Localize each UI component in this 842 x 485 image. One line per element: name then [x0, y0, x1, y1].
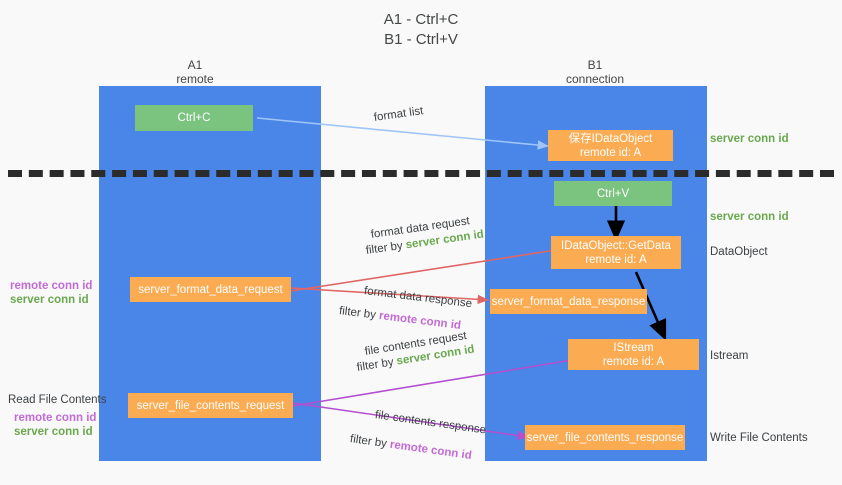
- box-istream[interactable]: IStream remote id: A: [568, 339, 699, 370]
- box-ctrl-c-label: Ctrl+C: [177, 112, 211, 124]
- box-server-format-data-response-label: server_format_data_response: [491, 295, 646, 308]
- box-server-file-contents-response[interactable]: server_file_contents_response: [525, 425, 685, 450]
- column-left-name: A1: [187, 58, 203, 72]
- label-format-list: format list: [373, 105, 425, 124]
- column-right-name: B1: [587, 58, 603, 72]
- right-label-server-conn-id-mid: server conn id: [710, 211, 789, 223]
- title-line-2: B1 - Ctrl+V: [384, 31, 458, 48]
- column-header-left: A1 remote: [120, 58, 270, 86]
- box-server-file-contents-request[interactable]: server_file_contents_request: [128, 393, 293, 418]
- box-server-format-data-request-label: server_format_data_request: [138, 283, 283, 296]
- box-save-idataobject-line2: remote id: A: [579, 146, 642, 159]
- right-label-dataobject: DataObject: [710, 246, 768, 258]
- filter-prefix: filter by: [365, 239, 407, 257]
- left-label-server-conn-id-1: server conn id: [10, 294, 89, 306]
- column-right-sub: connection: [565, 72, 625, 86]
- box-ctrl-v-label: Ctrl+V: [596, 187, 630, 200]
- right-label-write-file-contents: Write File Contents: [710, 432, 808, 444]
- box-save-idataobject[interactable]: 保存IDataObject remote id: A: [548, 130, 673, 161]
- left-label-server-conn-id-2: server conn id: [14, 426, 93, 438]
- box-save-idataobject-line1: 保存IDataObject: [568, 132, 653, 145]
- box-server-format-data-response[interactable]: server_format_data_response: [490, 289, 647, 314]
- right-label-server-conn-id-top: server conn id: [710, 133, 789, 145]
- left-label-read-file-contents: Read File Contents: [8, 394, 107, 406]
- right-label-istream: Istream: [710, 350, 749, 362]
- box-idataobject-getdata-line1: IDataObject::GetData: [561, 239, 671, 252]
- box-idataobject-getdata-line2: remote id: A: [585, 253, 647, 266]
- box-server-file-contents-request-label: server_file_contents_request: [136, 399, 285, 412]
- filter-prefix: filter by: [338, 305, 380, 322]
- section-divider: [8, 170, 834, 177]
- filter-key-remote-conn-id: remote conn id: [378, 309, 462, 332]
- left-label-remote-conn-id-2: remote conn id: [14, 412, 97, 424]
- box-server-file-contents-response-label: server_file_contents_response: [526, 431, 684, 444]
- box-ctrl-c[interactable]: Ctrl+C: [135, 105, 253, 131]
- column-header-right: B1 connection: [520, 58, 670, 86]
- box-istream-line1: IStream: [613, 341, 654, 354]
- title-line-1: A1 - Ctrl+C: [383, 11, 459, 28]
- label-file-contents-response-filter: filter by remote conn id: [349, 432, 473, 464]
- left-label-remote-conn-id-1: remote conn id: [10, 280, 93, 292]
- label-file-contents-response: file contents response: [374, 409, 487, 437]
- filter-prefix: filter by: [349, 433, 391, 451]
- filter-key-remote-conn-id: remote conn id: [389, 438, 473, 463]
- box-ctrl-v[interactable]: Ctrl+V: [554, 181, 672, 206]
- box-server-format-data-request[interactable]: server_format_data_request: [130, 277, 291, 302]
- diagram-title: A1 - Ctrl+C B1 - Ctrl+V: [0, 10, 842, 50]
- column-left-sub: remote: [176, 72, 214, 86]
- filter-prefix: filter by: [355, 355, 398, 374]
- box-idataobject-getdata[interactable]: IDataObject::GetData remote id: A: [551, 236, 681, 269]
- box-istream-line2: remote id: A: [602, 355, 665, 368]
